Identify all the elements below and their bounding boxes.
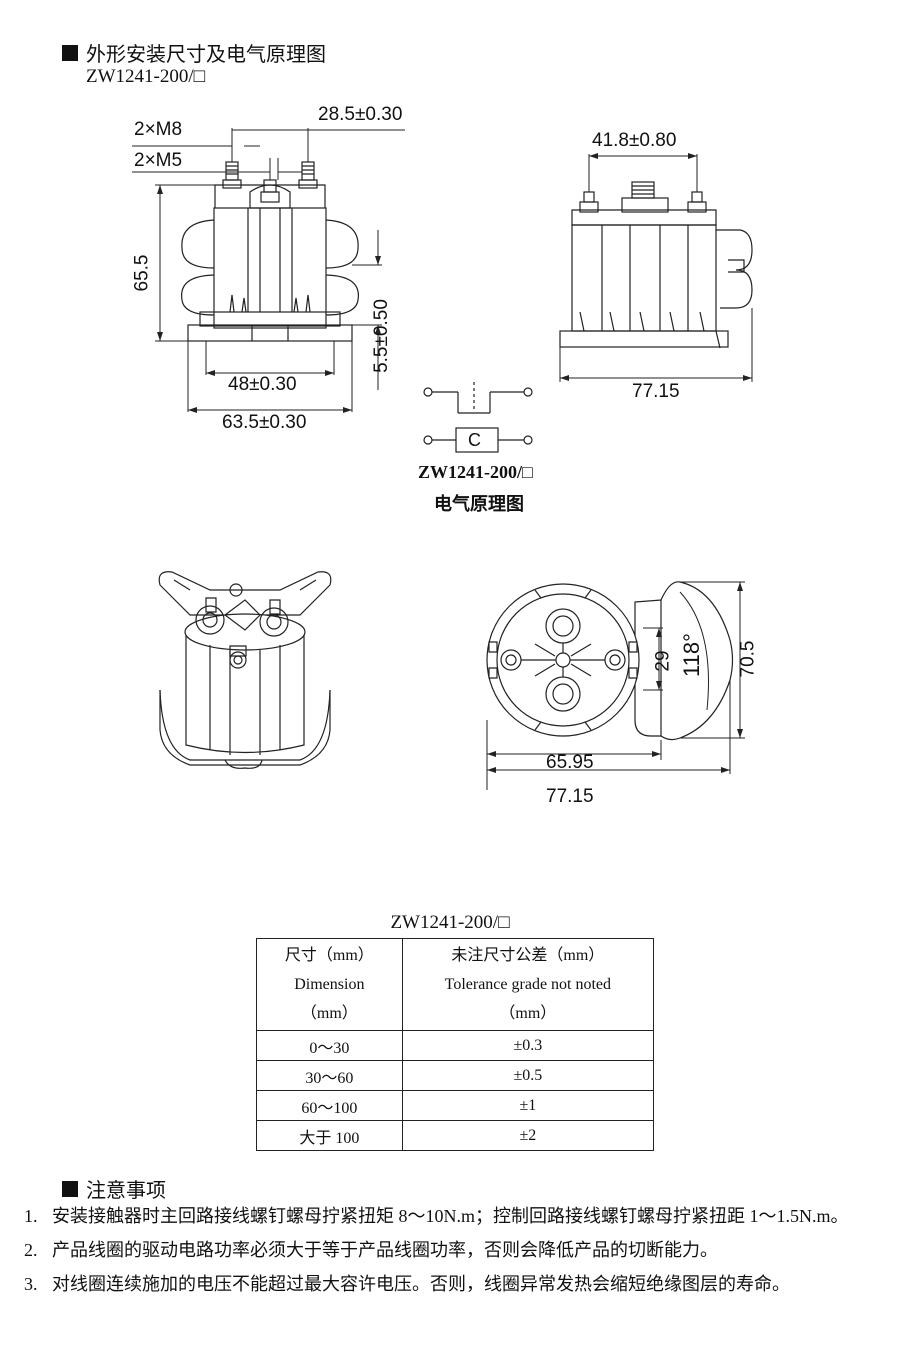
dim-thread-m8: 2×M8 bbox=[134, 119, 183, 140]
dim-bottom-width-outer: 77.15 bbox=[546, 786, 594, 807]
header-dimension-en: Dimension bbox=[294, 976, 365, 993]
header-tolerance-en: Tolerance grade not noted bbox=[444, 976, 612, 993]
note-text: 对线圈连续施加的电压不能超过最大容许电压。否则，线圈异常发热会缩短绝缘图层的寿命… bbox=[52, 1274, 790, 1294]
notes-list: 1. 安装接触器时主回路接线螺钉螺母拧紧扭矩 8～10N.m；控制回路接线螺钉螺… bbox=[24, 1202, 874, 1298]
dim-height: 65.5 bbox=[131, 254, 153, 292]
bullet-square-icon bbox=[62, 44, 78, 61]
schematic-caption: 电气原理图 bbox=[434, 494, 524, 514]
coil-label: C bbox=[468, 430, 481, 450]
table-row: 60～100 ±1 bbox=[256, 1090, 655, 1121]
bottom-view-drawing bbox=[486, 581, 745, 790]
tolerance-cell: ±1 bbox=[401, 1090, 655, 1121]
dim-slot: 29 bbox=[652, 650, 674, 672]
dim-angle: 118° bbox=[678, 633, 704, 677]
dim-side-terminal-spacing: 41.8±0.80 bbox=[592, 130, 677, 151]
dim-side-width: 77.15 bbox=[632, 381, 680, 402]
dim-bottom-width-inner: 65.95 bbox=[546, 752, 594, 773]
note-number: 3. bbox=[24, 1274, 38, 1294]
notes-heading: 注意事项 bbox=[62, 1174, 166, 1203]
header-dimension: 尺寸（mm） Dimension （mm） bbox=[256, 938, 403, 1031]
header-tolerance-unit: （mm） bbox=[499, 1005, 557, 1022]
dim-base-width: 63.5±0.30 bbox=[222, 412, 307, 433]
table-row: 大于 100 ±2 bbox=[256, 1120, 655, 1151]
header-dimension-cn: 尺寸（mm） bbox=[284, 947, 374, 964]
header-tolerance-cn: 未注尺寸公差（mm） bbox=[451, 947, 605, 964]
list-item: 3. 对线圈连续施加的电压不能超过最大容许电压。否则，线圈异常发热会缩短绝缘图层… bbox=[24, 1270, 874, 1298]
table-title: ZW1241-200/□ bbox=[390, 912, 510, 933]
header-dimension-unit: （mm） bbox=[300, 1005, 358, 1022]
dim-terminal-spacing: 28.5±0.30 bbox=[318, 104, 403, 125]
table-row: 0～30 ±0.3 bbox=[256, 1030, 655, 1061]
schematic-symbol bbox=[423, 382, 533, 453]
range-cell: 0～30 bbox=[256, 1030, 403, 1061]
tolerance-cell: ±0.3 bbox=[401, 1030, 655, 1061]
note-text: 安装接触器时主回路接线螺钉螺母拧紧扭矩 8～10N.m；控制回路接线螺钉螺母拧紧… bbox=[52, 1206, 849, 1226]
section-title: 外形安装尺寸及电气原理图 bbox=[86, 44, 326, 66]
front-view-drawing bbox=[132, 128, 405, 413]
list-item: 2. 产品线圈的驱动电路功率必须大于等于产品线圈功率，否则会降低产品的切断能力。 bbox=[24, 1236, 874, 1264]
tolerance-cell: ±0.5 bbox=[401, 1060, 655, 1091]
note-text: 产品线圈的驱动电路功率必须大于等于产品线圈功率，否则会降低产品的切断能力。 bbox=[52, 1240, 718, 1260]
dim-thread-m5: 2×M5 bbox=[134, 150, 183, 171]
schematic-model: ZW1241-200/□ bbox=[418, 462, 533, 482]
notes-title: 注意事项 bbox=[86, 1180, 166, 1202]
list-item: 1. 安装接触器时主回路接线螺钉螺母拧紧扭矩 8～10N.m；控制回路接线螺钉螺… bbox=[24, 1202, 874, 1230]
table-row: 30～60 ±0.5 bbox=[256, 1060, 655, 1091]
range-cell: 大于 100 bbox=[256, 1120, 403, 1151]
table-header-row: 尺寸（mm） Dimension （mm） 未注尺寸公差（mm） Toleran… bbox=[256, 938, 655, 1031]
dim-bottom-height: 70.5 bbox=[737, 640, 759, 678]
range-cell: 60～100 bbox=[256, 1090, 403, 1121]
header-tolerance: 未注尺寸公差（mm） Tolerance grade not noted （mm… bbox=[401, 938, 655, 1031]
note-number: 1. bbox=[24, 1206, 38, 1226]
tolerance-cell: ±2 bbox=[401, 1120, 655, 1151]
model-number: ZW1241-200/□ bbox=[86, 66, 206, 87]
note-number: 2. bbox=[24, 1240, 38, 1260]
tolerance-table: 尺寸（mm） Dimension （mm） 未注尺寸公差（mm） Toleran… bbox=[256, 938, 655, 1151]
dim-side-offset: 5.5±0.50 bbox=[370, 299, 392, 373]
section-heading: 外形安装尺寸及电气原理图 bbox=[62, 38, 326, 67]
side-view-drawing bbox=[559, 153, 753, 382]
bullet-square-icon bbox=[62, 1180, 78, 1197]
dim-mount-width: 48±0.30 bbox=[228, 374, 297, 395]
isometric-view-drawing bbox=[158, 571, 332, 769]
range-cell: 30～60 bbox=[256, 1060, 403, 1091]
